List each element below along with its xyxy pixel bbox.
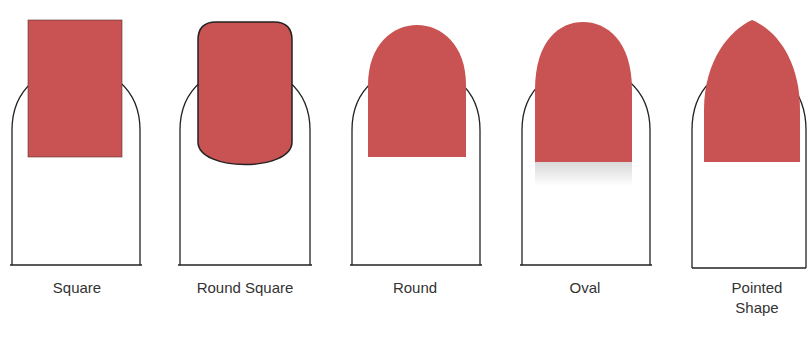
- shape-label: Pointed Shape: [721, 278, 793, 319]
- finger-base: [350, 264, 482, 265]
- square-nail: [28, 20, 122, 157]
- oval-fade: [535, 162, 632, 186]
- finger-base: [520, 264, 652, 265]
- shape-label: Oval: [520, 278, 650, 298]
- round-square-nail: [198, 22, 292, 165]
- round-nail: [368, 25, 466, 157]
- shape-label: Round Square: [180, 278, 310, 298]
- shape-label: Square: [12, 278, 142, 298]
- pointed-nail: [704, 20, 800, 162]
- shape-label: Round: [350, 278, 480, 298]
- nail-polish-shapes: [28, 20, 800, 165]
- finger-base: [692, 267, 806, 268]
- oval-nail: [535, 22, 632, 162]
- finger-base: [178, 264, 312, 265]
- finger-base: [10, 264, 142, 265]
